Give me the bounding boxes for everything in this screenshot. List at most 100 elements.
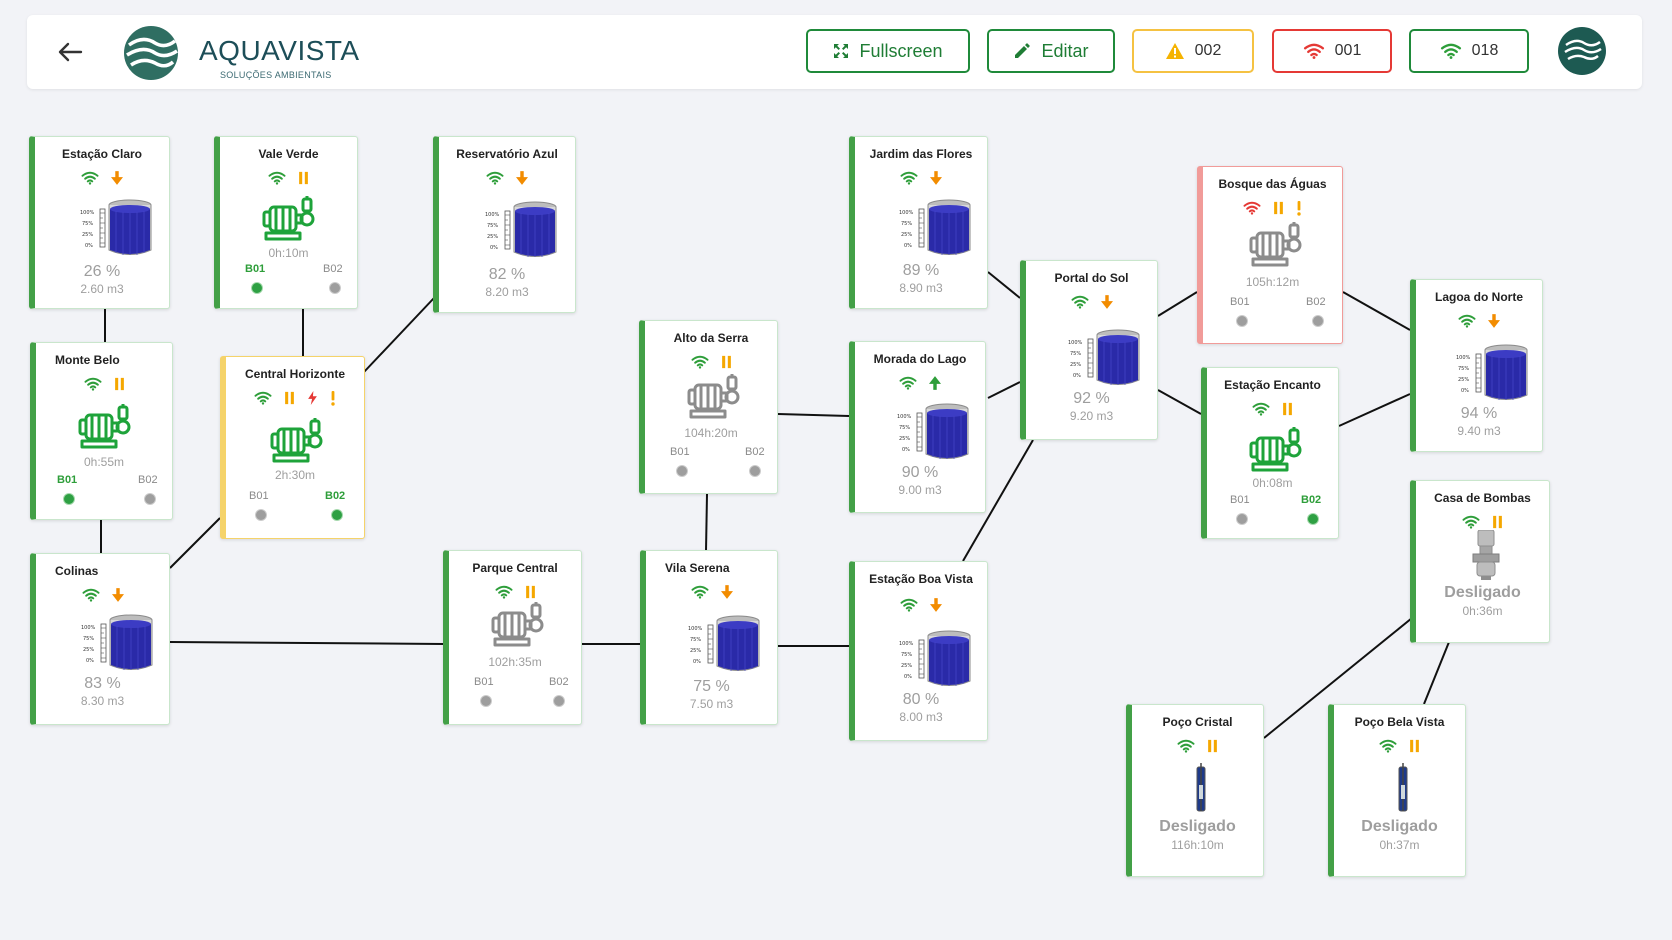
node-vila-serena[interactable]: Vila Serena 75 % 7.50 m3 xyxy=(640,550,778,725)
node-status-icons xyxy=(1334,737,1465,755)
back-arrow-icon[interactable] xyxy=(55,37,85,67)
well-pump-icon xyxy=(1194,763,1208,813)
well-pump-icon xyxy=(1396,763,1410,813)
node-poco-cristal[interactable]: Poço Cristal Desligado 116h:10m xyxy=(1126,704,1264,877)
node-parque-central[interactable]: Parque Central 102h:35m B01 B02 xyxy=(443,550,582,725)
edit-button[interactable]: Editar xyxy=(987,29,1115,73)
node-poco-bela-vista[interactable]: Poço Bela Vista Desligado 0h:37m xyxy=(1328,704,1466,877)
pump-b01-label: B01 xyxy=(474,676,494,688)
wifi-icon xyxy=(254,391,272,405)
volume: 2.60 m3 xyxy=(80,282,124,296)
node-bosque-das-aguas[interactable]: Bosque das Águas 105h:12m B01 B02 xyxy=(1197,166,1343,344)
pump-icon xyxy=(1247,426,1307,474)
link-bosque-aguas-lagoa-norte xyxy=(1342,291,1411,331)
pause-icon xyxy=(721,355,732,369)
pump-b02-indicator xyxy=(1312,315,1324,327)
volume: 9.40 m3 xyxy=(1457,424,1501,438)
pump-icon xyxy=(685,373,745,421)
node-casa-de-bombas[interactable]: Casa de Bombas Desligado 0h:36m xyxy=(1410,480,1550,643)
pause-icon xyxy=(1492,515,1503,529)
pause-icon xyxy=(1282,402,1293,416)
user-avatar[interactable] xyxy=(1558,27,1606,75)
alert-icon xyxy=(330,391,336,406)
pump-icon xyxy=(268,417,328,465)
wifi-icon xyxy=(1177,739,1195,753)
pump-b02-indicator xyxy=(331,509,343,521)
node-estacao-encanto[interactable]: Estação Encanto 0h:08m B01 B02 xyxy=(1201,367,1339,539)
pump-b02-indicator xyxy=(1307,513,1319,525)
node-reservatorio-azul[interactable]: Reservatório Azul 82 % 8.20 m3 xyxy=(433,136,576,313)
link-jardim-flores-portal-sol xyxy=(987,271,1021,299)
node-title: Parque Central xyxy=(472,561,558,575)
link-boa-vista-portal-sol xyxy=(962,439,1034,562)
link-alto-serra-vila-serena xyxy=(705,493,708,552)
pump-b01-label: B01 xyxy=(245,263,266,275)
node-title: Monte Belo xyxy=(55,353,120,367)
pump-b01-label: B01 xyxy=(670,446,690,458)
wifi-icon xyxy=(899,376,917,390)
volume: 8.20 m3 xyxy=(485,285,529,299)
pump-icon xyxy=(1247,221,1307,269)
node-vale-verde[interactable]: Vale Verde 0h:10m B01 B02 xyxy=(214,136,358,309)
node-colinas[interactable]: Colinas 83 % 8.30 m3 xyxy=(30,553,170,725)
node-lagoa-do-norte[interactable]: Lagoa do Norte 94 % 9.40 m3 xyxy=(1410,279,1543,452)
wifi-icon xyxy=(1379,739,1397,753)
tank-icon xyxy=(899,628,979,692)
link-central-horizonte-reservatorio-azul xyxy=(363,297,435,373)
pump-b02-label: B02 xyxy=(1301,494,1322,506)
volume: 8.00 m3 xyxy=(899,710,943,724)
pencil-icon xyxy=(1015,43,1031,58)
node-portal-do-sol[interactable]: Portal do Sol 92 % 9.20 m3 xyxy=(1020,260,1158,440)
node-title: Jardim das Flores xyxy=(869,147,973,161)
online-filter-button[interactable]: 018 xyxy=(1409,29,1529,73)
power-state: Desligado xyxy=(1444,584,1521,601)
node-title: Portal do Sol xyxy=(1054,271,1129,285)
pump-icon xyxy=(260,195,320,243)
node-title: Estação Encanto xyxy=(1224,378,1321,392)
runtime: 105h:12m xyxy=(1245,275,1300,289)
node-alto-da-serra[interactable]: Alto da Serra 104h:20m B01 B02 xyxy=(639,320,778,494)
wifi-icon xyxy=(691,355,709,369)
pause-icon xyxy=(525,585,536,599)
vertical-pump-icon xyxy=(1471,530,1501,580)
wifi-icon xyxy=(486,171,504,185)
level-percent: 89 % xyxy=(902,262,940,279)
pump-b02-indicator xyxy=(144,493,156,505)
warning-filter-button[interactable]: 002 xyxy=(1132,29,1254,73)
node-title: Estação Boa Vista xyxy=(869,572,973,586)
pump-b01-indicator xyxy=(1236,315,1248,327)
node-title: Estação Claro xyxy=(61,147,143,161)
volume: 8.90 m3 xyxy=(899,281,943,295)
node-morada-do-lago[interactable]: Morada do Lago 90 % 9.00 m3 xyxy=(849,341,986,513)
node-title: Central Horizonte xyxy=(244,367,345,381)
pump-b02-indicator xyxy=(553,695,565,707)
arrow-down-icon xyxy=(111,171,123,185)
node-jardim-das-flores[interactable]: Jardim das Flores 89 % 8.90 m3 xyxy=(849,136,988,309)
wifi-icon xyxy=(1462,515,1480,529)
node-monte-belo[interactable]: Monte Belo 0h:55m B01 B02 xyxy=(30,342,173,520)
level-percent: 92 % xyxy=(1073,390,1110,407)
wifi-icon xyxy=(82,588,100,602)
node-title: Casa de Bombas xyxy=(1434,491,1531,505)
node-central-horizonte[interactable]: Central Horizonte 2h:30m B01 B02 xyxy=(220,356,365,539)
link-morada-lago-portal-sol xyxy=(987,381,1021,399)
link-colinas-central-horizonte xyxy=(169,517,221,569)
fullscreen-button[interactable]: Fullscreen xyxy=(806,29,970,73)
offline-filter-button[interactable]: 001 xyxy=(1272,29,1392,73)
edit-label: Editar xyxy=(1041,40,1089,61)
link-casa-bombas-poco-cristal xyxy=(1263,617,1413,739)
arrow-down-icon xyxy=(516,171,528,185)
node-estacao-claro[interactable]: Estação Claro 26 % 2.60 m3 xyxy=(29,136,170,309)
link-portal-sol-estacao-encanto xyxy=(1157,389,1202,415)
node-status-icons xyxy=(439,169,575,187)
arrow-down-icon xyxy=(930,598,942,612)
node-status-icons xyxy=(1203,199,1342,217)
wifi-icon xyxy=(84,377,102,391)
arrow-down-icon xyxy=(930,171,942,185)
top-bar: AQUAVISTA SOLUÇÕES AMBIENTAIS Fullscreen… xyxy=(27,15,1642,89)
wifi-offline-icon xyxy=(1243,201,1261,215)
node-estacao-boa-vista[interactable]: Estação Boa Vista 80 % 8.00 m3 xyxy=(849,561,988,741)
arrow-down-icon xyxy=(112,588,124,602)
warning-count: 002 xyxy=(1194,42,1222,59)
brand-tagline: SOLUÇÕES AMBIENTAIS xyxy=(220,70,332,80)
